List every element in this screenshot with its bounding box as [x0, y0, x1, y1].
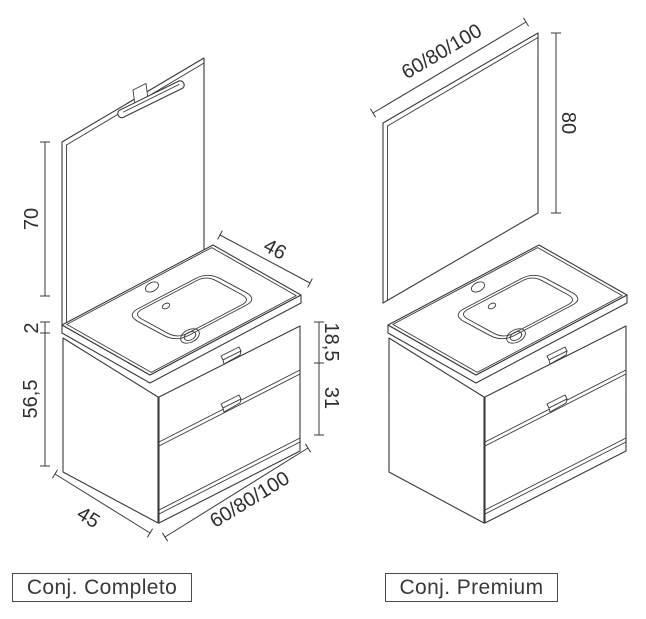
- premium-cabinet: [387, 244, 628, 524]
- mirror-edge-line: [387, 37, 539, 127]
- dim-premium-mirror-height: 80: [551, 32, 579, 214]
- premium-drawing: 60/80/100 80: [369, 17, 628, 524]
- dim-cabinet-height: 56,5: [20, 333, 50, 467]
- dim-label-counter-depth: 46: [260, 235, 290, 265]
- label-conj-completo-text: Conj. Completo: [26, 575, 178, 599]
- dim-label-drawer-bottom: 31: [320, 387, 342, 409]
- label-conj-completo: Conj. Completo: [12, 573, 192, 602]
- dim-label-cabinet-height: 56,5: [20, 380, 42, 419]
- light-fixture: [117, 80, 185, 119]
- label-conj-premium: Conj. Premium: [385, 573, 558, 602]
- label-conj-premium-text: Conj. Premium: [399, 575, 544, 599]
- premium-mirror: [382, 32, 539, 304]
- completo-drawing: 70 2 56,5 45 60/80/100: [20, 57, 342, 542]
- dim-label-cabinet-depth: 45: [73, 503, 103, 533]
- dim-counter-thickness: 2: [21, 321, 50, 334]
- light-bar-highlight: [123, 84, 180, 113]
- dim-drawer-heights: 18,5 31: [314, 321, 342, 436]
- dim-label-premium-mirror-height: 80: [557, 112, 579, 134]
- dim-label-counter-thickness: 2: [21, 322, 43, 333]
- dim-label-drawer-top: 18,5: [320, 323, 342, 362]
- dim-mirror-height: 70: [21, 141, 50, 297]
- mirror-glass: [382, 32, 539, 304]
- dim-label-mirror-height: 70: [21, 208, 43, 230]
